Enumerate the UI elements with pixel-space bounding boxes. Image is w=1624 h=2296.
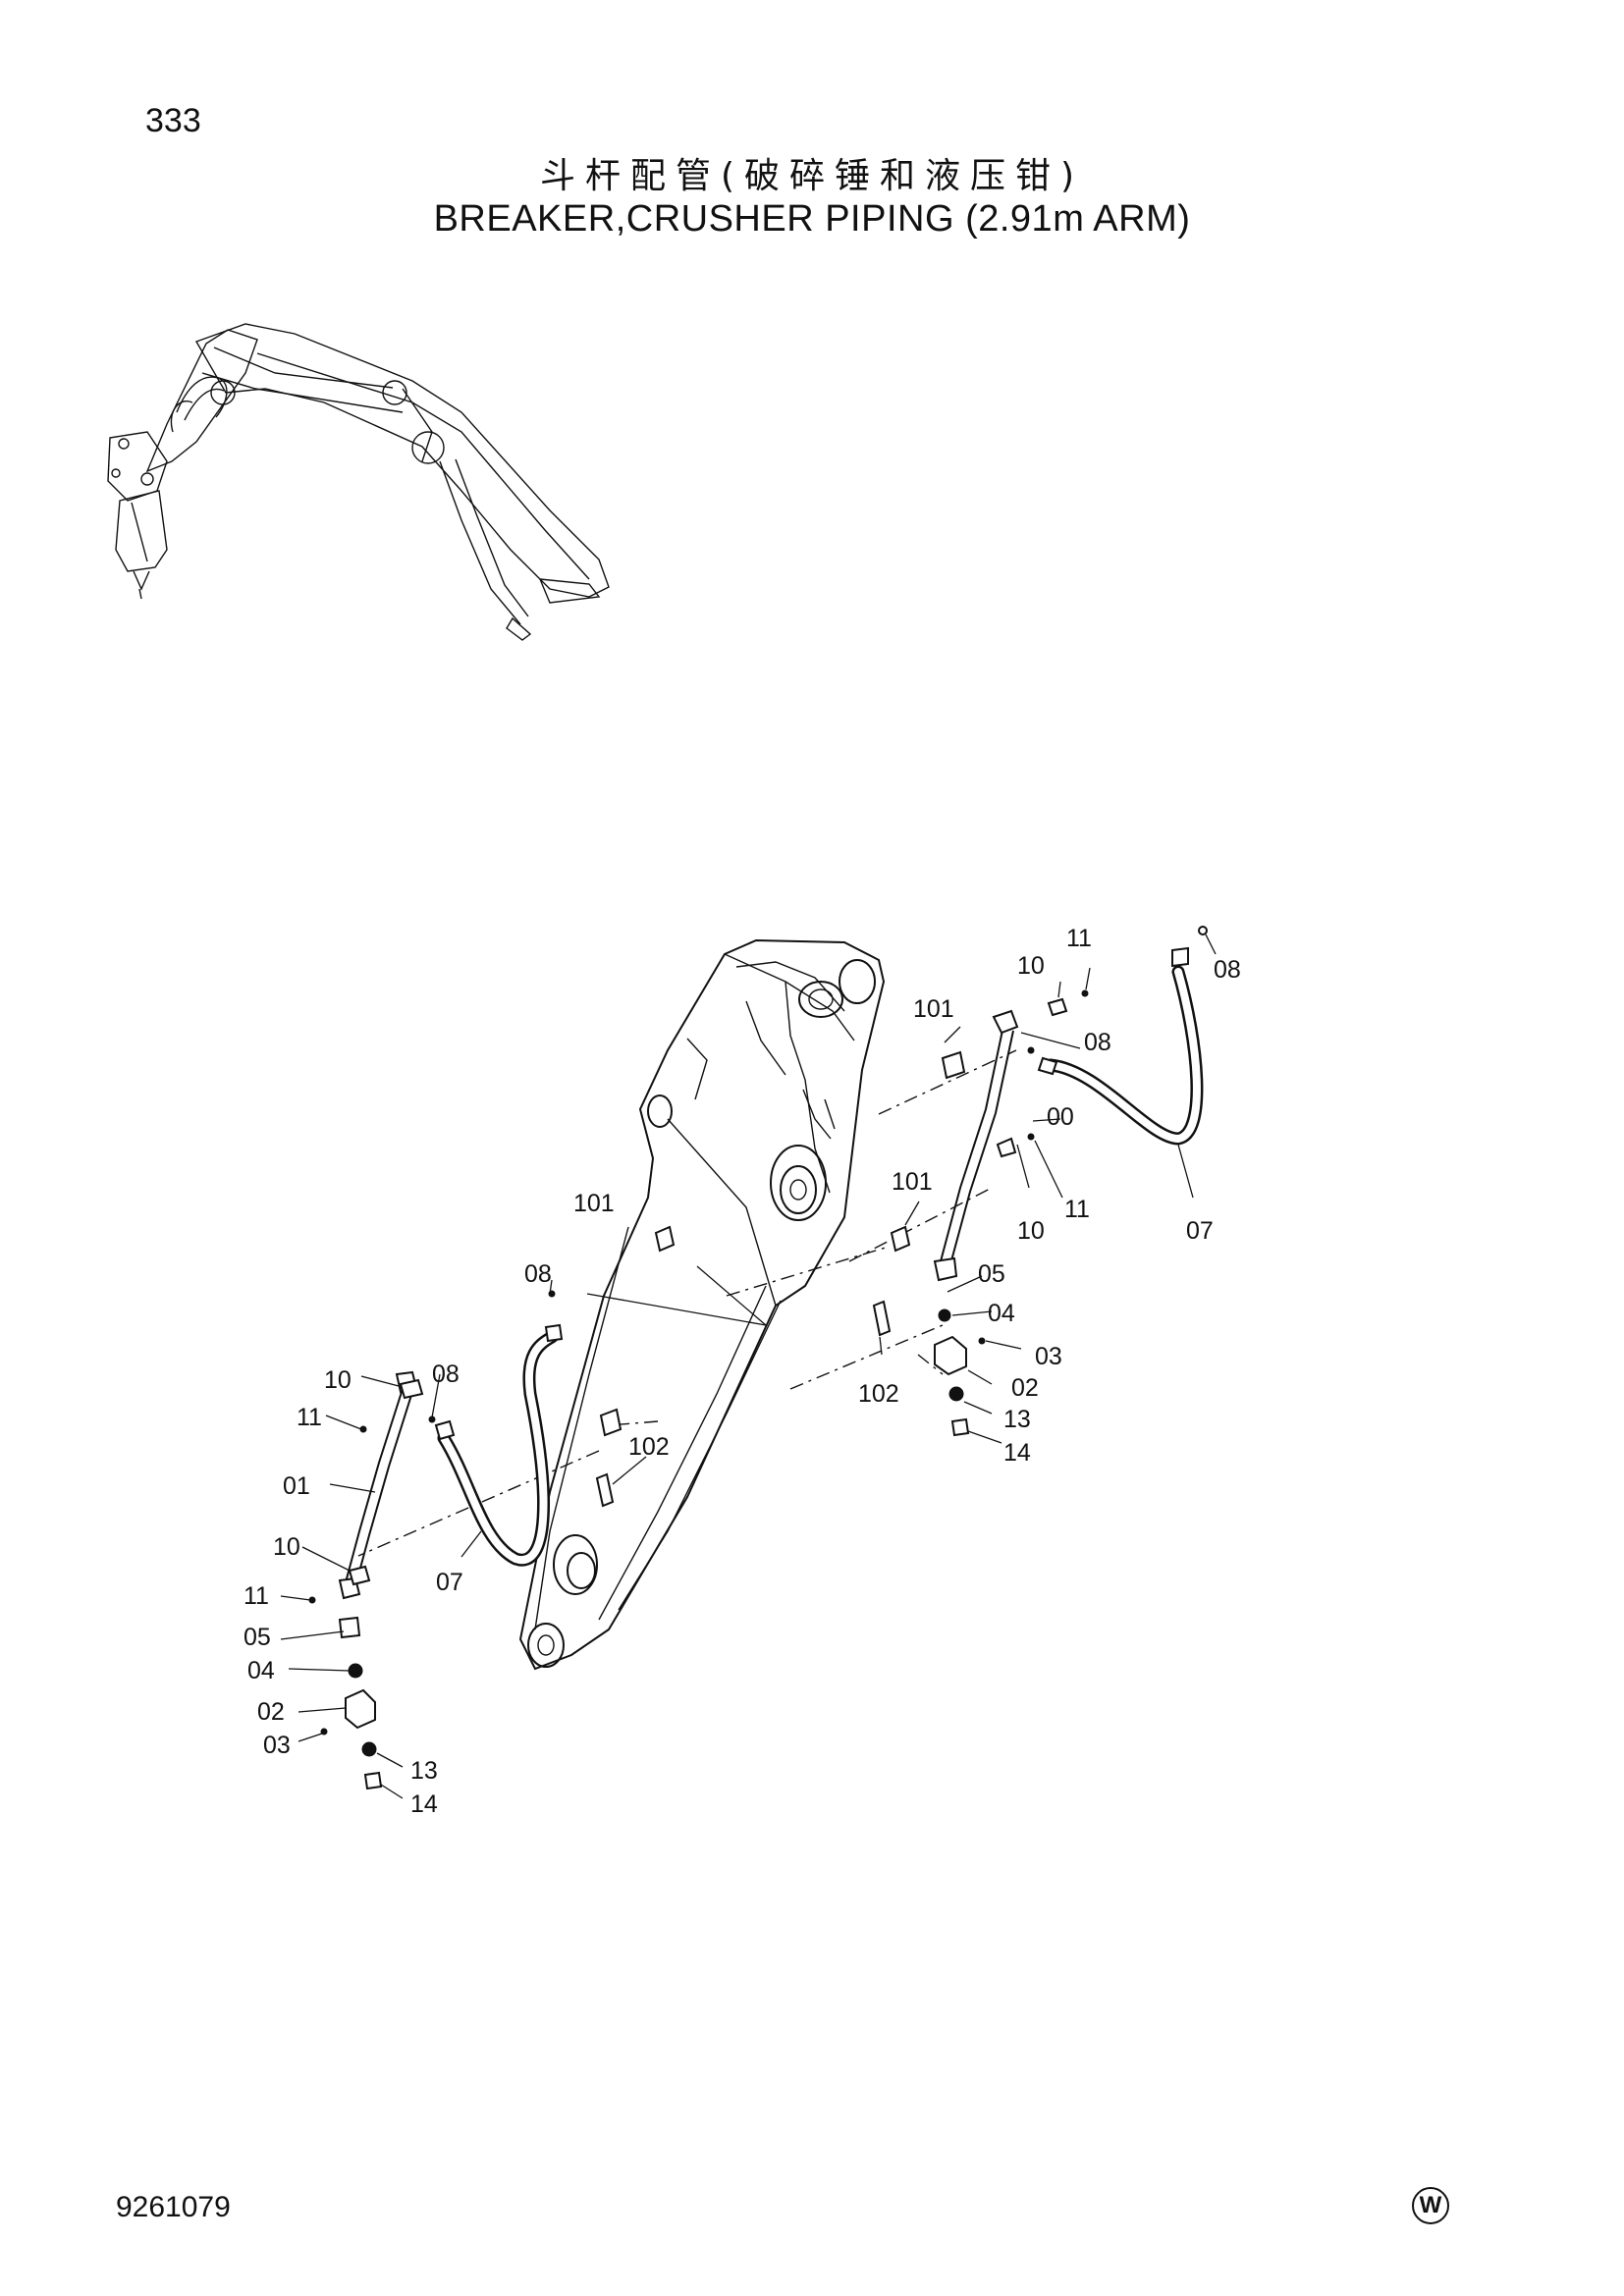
callout-102: 102 bbox=[628, 1433, 670, 1461]
left-piping-group bbox=[280, 1225, 676, 1799]
callout-10: 10 bbox=[324, 1366, 352, 1394]
callout-11: 11 bbox=[244, 1582, 269, 1610]
front-attachment-overview bbox=[107, 323, 610, 641]
callout-10: 10 bbox=[1017, 1217, 1045, 1245]
callout-102: 102 bbox=[858, 1380, 899, 1408]
title-english: BREAKER,CRUSHER PIPING (2.91m ARM) bbox=[433, 198, 1191, 240]
callout-04: 04 bbox=[247, 1657, 275, 1684]
callout-04: 04 bbox=[988, 1300, 1015, 1327]
page-number: 333 bbox=[145, 102, 201, 139]
callout-13: 13 bbox=[410, 1757, 438, 1785]
callout-101: 101 bbox=[913, 995, 954, 1023]
callout-11: 11 bbox=[1066, 925, 1092, 952]
title-chinese: 斗杆配管(破碎锤和液压钳) bbox=[539, 156, 1085, 196]
callout-02: 02 bbox=[257, 1698, 285, 1726]
callout-14: 14 bbox=[1003, 1439, 1031, 1467]
callout-05: 05 bbox=[244, 1624, 271, 1651]
callout-00: 00 bbox=[1047, 1103, 1074, 1131]
callout-07: 07 bbox=[1186, 1217, 1214, 1245]
callout-02: 02 bbox=[1011, 1374, 1039, 1402]
callout-07: 07 bbox=[436, 1569, 463, 1596]
callout-14: 14 bbox=[410, 1790, 438, 1818]
callout-11: 11 bbox=[1064, 1196, 1090, 1223]
callout-08: 08 bbox=[432, 1361, 460, 1388]
arm-structure bbox=[518, 938, 886, 1671]
callout-08: 08 bbox=[524, 1260, 552, 1288]
callout-03: 03 bbox=[1035, 1343, 1062, 1370]
callout-01: 01 bbox=[283, 1472, 310, 1500]
callout-13: 13 bbox=[1003, 1406, 1031, 1433]
callout-labels: 00 101 10 11 08 08 07 101 10 11 05 04 03… bbox=[244, 925, 1241, 1818]
document-number: 9261079 bbox=[116, 2191, 231, 2223]
maker-logo-mark: W bbox=[1412, 2187, 1449, 2224]
callout-11: 11 bbox=[297, 1404, 322, 1431]
right-piping-group bbox=[872, 926, 1217, 1444]
callout-08: 08 bbox=[1084, 1029, 1111, 1056]
callout-03: 03 bbox=[263, 1732, 291, 1759]
mounting-centerlines bbox=[357, 1049, 1017, 1557]
callout-101: 101 bbox=[892, 1168, 933, 1196]
callout-05: 05 bbox=[978, 1260, 1005, 1288]
callout-10: 10 bbox=[1017, 952, 1045, 980]
callout-101: 101 bbox=[573, 1190, 615, 1217]
callout-10: 10 bbox=[273, 1533, 300, 1561]
callout-08: 08 bbox=[1214, 956, 1241, 984]
